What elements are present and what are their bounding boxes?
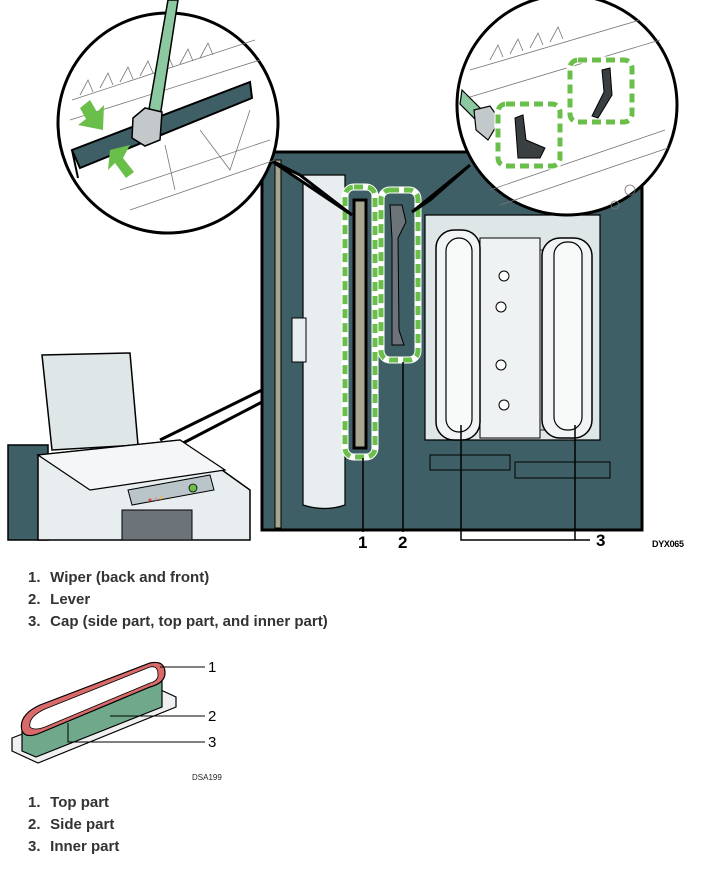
callout-leaders <box>362 362 590 541</box>
callout-2: 2 <box>398 533 407 552</box>
press-arrow-down <box>78 100 104 130</box>
printer-overview <box>7 352 263 541</box>
cap-parts-legend: 1. Top part 2. Side part 3. Inner part <box>28 792 119 858</box>
cap-figure: 1 2 3 DSA199 <box>11 659 222 782</box>
cap-figure-code: DSA199 <box>192 773 222 782</box>
cap-callout-3: 3 <box>208 734 216 751</box>
legend-item: 3. Cap (side part, top part, and inner p… <box>28 613 328 630</box>
parts-legend: 1. Wiper (back and front) 2. Lever 3. Ca… <box>28 567 328 633</box>
magnifier-lever-zoom <box>411 0 679 217</box>
legend-item: 2. Lever <box>28 591 91 608</box>
cap-callout-2: 2 <box>208 708 216 725</box>
legend-item: 1. Wiper (back and front) <box>28 569 210 586</box>
callout-1: 1 <box>358 533 367 552</box>
magnifier-wiper-zoom <box>56 0 353 235</box>
lever <box>377 186 422 364</box>
figure-code: DYX065 <box>652 539 684 549</box>
legend-item: 3. Inner part <box>28 838 120 855</box>
maintenance-figure: 1 2 3 DYX065 <box>7 0 684 552</box>
legend-item: 2. Side part <box>28 816 115 833</box>
cap-left <box>435 229 481 441</box>
press-arrow-up <box>108 145 134 178</box>
cap-diagram <box>11 661 177 764</box>
cap-callout-1: 1 <box>208 659 216 676</box>
cap-right <box>541 237 593 439</box>
swab <box>131 0 179 147</box>
wiper <box>341 183 379 461</box>
callout-3: 3 <box>596 531 605 550</box>
legend-item: 1. Top part <box>28 794 110 811</box>
